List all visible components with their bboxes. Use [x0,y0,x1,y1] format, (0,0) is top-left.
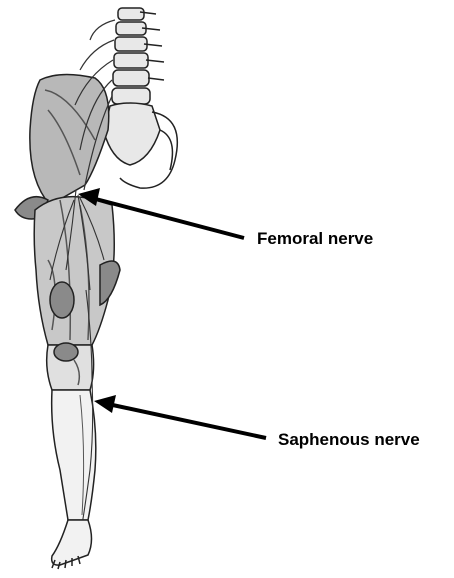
knee [47,343,94,390]
thigh [34,197,120,345]
saphenous-nerve-label: Saphenous nerve [278,430,420,450]
spine [112,8,164,104]
saphenous-arrow [94,395,266,438]
lower-leg [52,390,96,520]
femoral-nerve-label: Femoral nerve [257,229,373,249]
pelvis [104,103,177,188]
foot [52,520,92,569]
